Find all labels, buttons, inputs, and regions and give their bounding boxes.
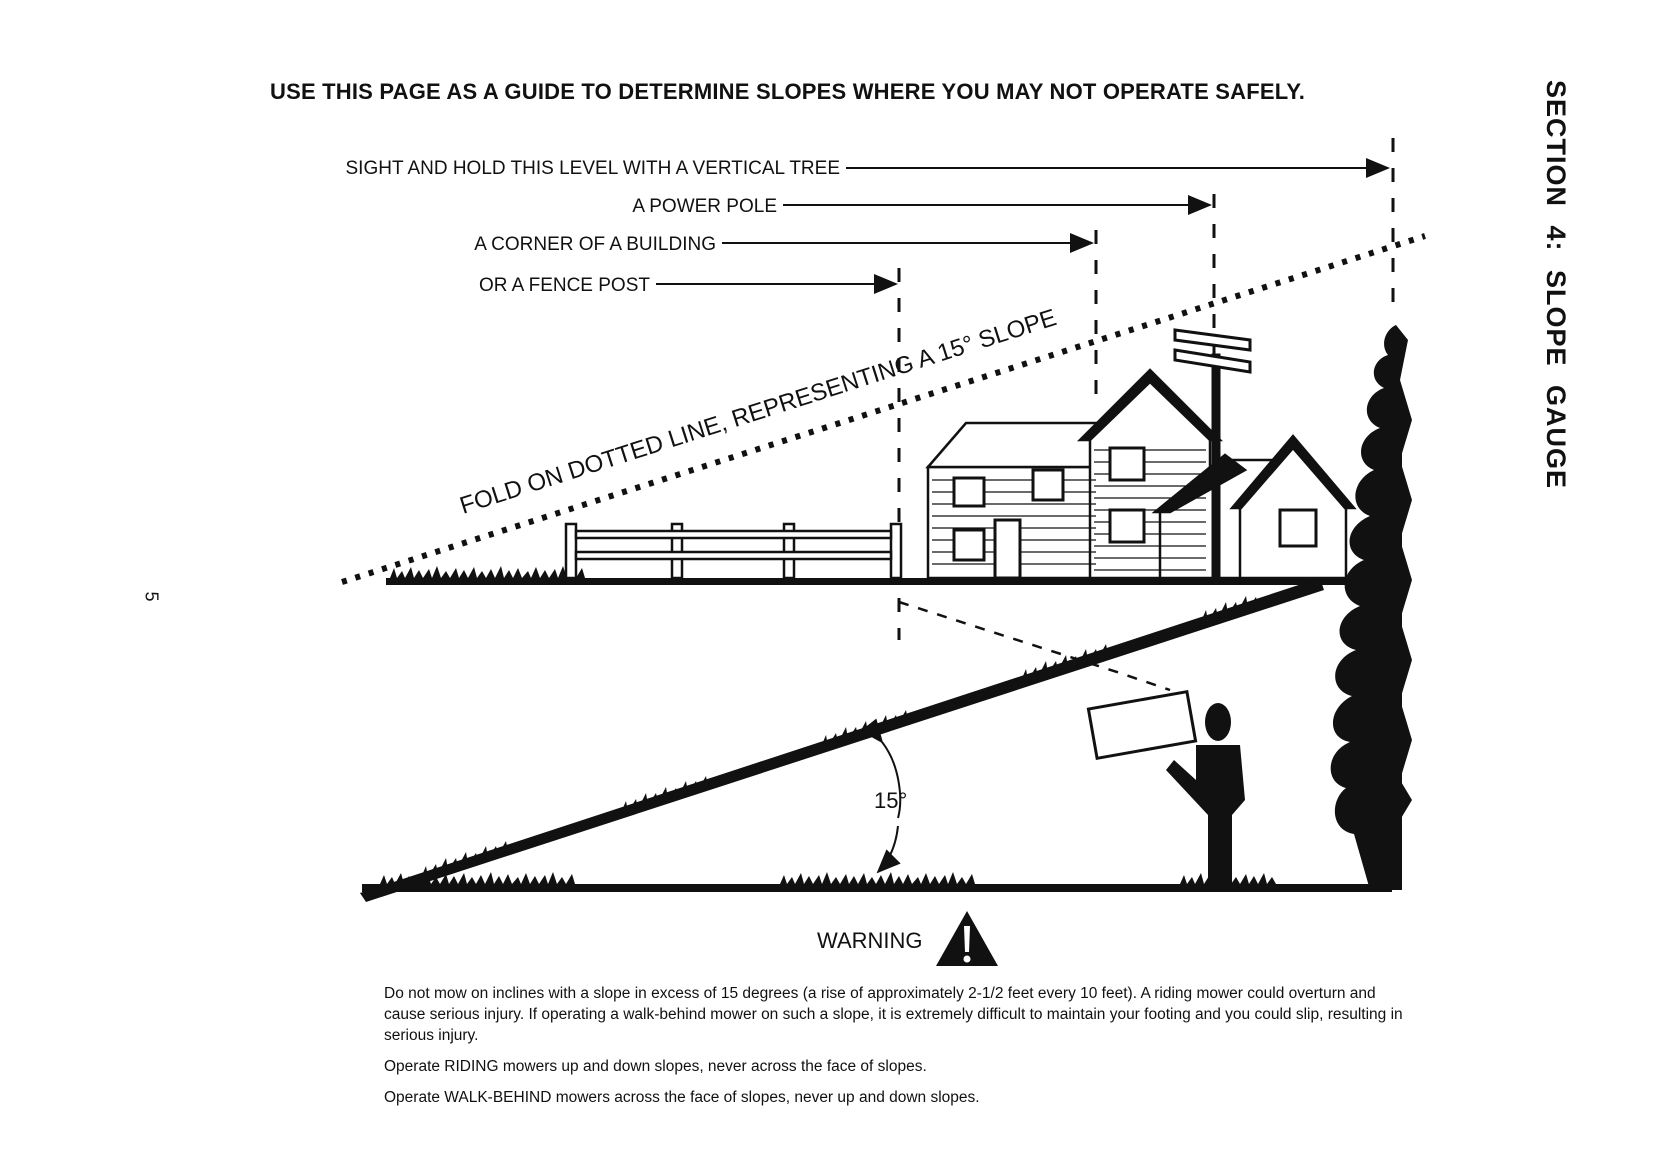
angle-label: 15° <box>874 788 907 813</box>
sight-guide-lines <box>656 168 1388 284</box>
warning-label: WARNING <box>817 928 923 954</box>
house <box>928 370 1354 578</box>
sight-label-building: A CORNER OF A BUILDING <box>474 234 716 255</box>
warning-body: Do not mow on inclines with a slope in e… <box>384 983 1404 1118</box>
person-figure <box>1088 692 1245 884</box>
fence <box>566 524 901 578</box>
warning-paragraph-1: Do not mow on inclines with a slope in e… <box>384 983 1404 1046</box>
warning-paragraph-2: Operate RIDING mowers up and down slopes… <box>384 1056 1404 1077</box>
sight-label-tree: SIGHT AND HOLD THIS LEVEL WITH A VERTICA… <box>346 158 841 179</box>
lower-ground <box>362 872 1392 892</box>
warning-paragraph-3: Operate WALK-BEHIND mowers across the fa… <box>384 1087 1404 1108</box>
warning-triangle-icon <box>933 908 1001 970</box>
sight-label-pole: A POWER POLE <box>632 196 777 217</box>
sight-label-fence: OR A FENCE POST <box>479 275 650 296</box>
tree-trunk <box>1388 420 1402 890</box>
